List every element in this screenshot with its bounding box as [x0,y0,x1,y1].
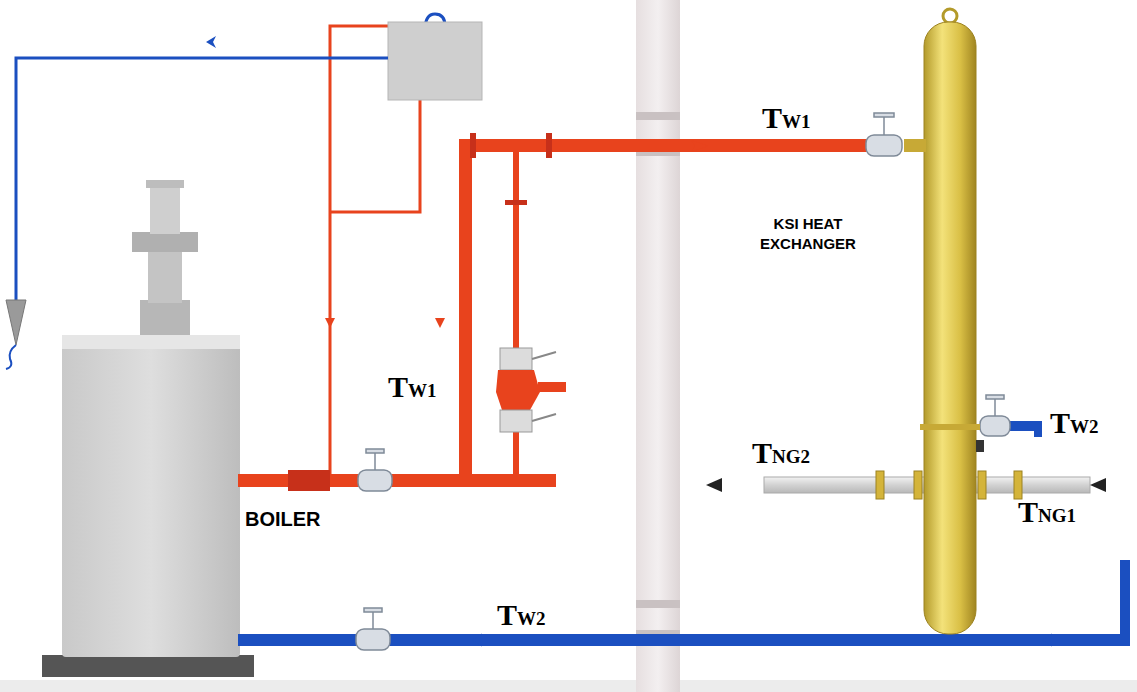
temperature-label: TW1 [762,103,811,133]
temperature-label: TW1 [388,372,437,402]
temperature-label: TNG1 [1018,497,1076,527]
temperature-label: TNG2 [752,438,810,468]
temperature-label: TW2 [1050,408,1099,438]
temperature-label: TW2 [497,600,546,630]
equipment-label: BOILER [245,508,321,531]
equipment-label: KSI HEAT EXCHANGER [733,214,883,253]
